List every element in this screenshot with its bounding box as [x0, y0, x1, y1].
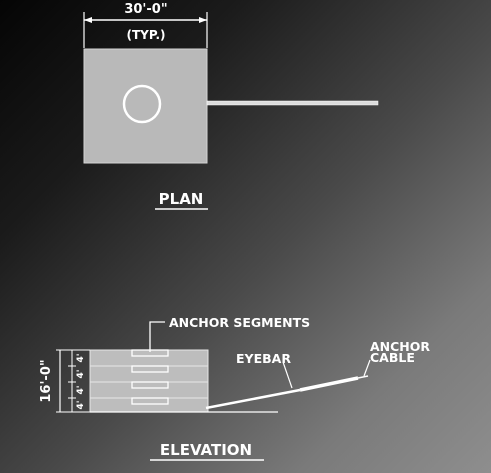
anchor-segment-3 [89, 381, 209, 399]
dimension-arrow-left-icon [84, 17, 92, 23]
anchor-segments-label: ANCHOR SEGMENTS [169, 315, 310, 330]
anchor-segments-leader [149, 321, 165, 352]
segment-key-3 [131, 381, 169, 389]
anchor-segment-2 [89, 365, 209, 383]
eyebar-leader [282, 361, 293, 389]
plan-dimension-label: 30'-0" [124, 2, 167, 17]
anchor-cable-label-line1: ANCHOR [370, 339, 430, 354]
elevation-title: ELEVATION [160, 441, 252, 459]
eyebar-opening-circle [122, 84, 162, 124]
height-dimension-label: 16'-0" [39, 359, 54, 402]
segment-key-2 [131, 365, 169, 373]
plan-dimension-note: (TYP.) [127, 28, 166, 42]
elevation-view: 16'-0" 4' 4' 4' 4' ANCHOR SEGMENTS EYEBA… [39, 315, 430, 461]
segment-dimension-3: 4' [76, 385, 86, 394]
segment-dimension-2: 4' [76, 369, 86, 378]
anchor-segment-1 [89, 349, 209, 367]
anchor-cable-leader [363, 359, 371, 377]
segment-dimension-1: 4' [76, 353, 86, 362]
eyebar-line [205, 388, 301, 410]
eyebar-label: EYEBAR [236, 351, 291, 366]
plan-view: 30'-0" (TYP.) PLAN [83, 2, 379, 210]
anchor-cable-label-line2: CABLE [370, 350, 415, 365]
dimension-arrow-right-icon [199, 17, 207, 23]
plan-title: PLAN [159, 190, 204, 208]
segment-key-4 [131, 397, 169, 405]
anchor-cable-plan [206, 100, 379, 106]
segment-dimension-4: 4' [76, 400, 86, 409]
anchor-segment-4 [89, 397, 209, 413]
anchor-block-plan [83, 48, 208, 164]
anchor-cable-end [357, 375, 369, 379]
anchor-cable-elevation [299, 376, 359, 392]
